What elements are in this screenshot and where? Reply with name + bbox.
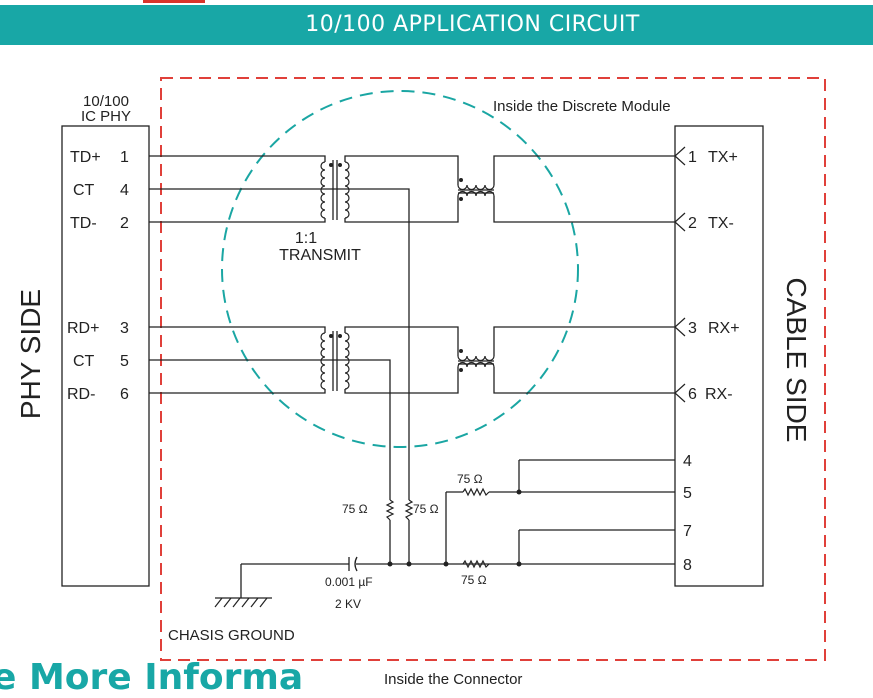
- cable-pin-name: RX-: [705, 386, 733, 403]
- phy-pin-num: 1: [120, 149, 129, 166]
- cable-plain-pin: 7: [683, 523, 692, 540]
- cable-pin-name: TX-: [708, 215, 734, 232]
- cable-pin-name: TX+: [708, 149, 738, 166]
- resistor-left-label: 75 Ω: [342, 502, 368, 516]
- phy-chip-line2: IC PHY: [81, 108, 131, 125]
- page-banner: 10/100 APPLICATION CIRCUIT: [0, 5, 873, 45]
- resistor-bottom-label: 75 Ω: [461, 573, 487, 587]
- resistor-bottom: [462, 559, 490, 569]
- phy-pin-num: 3: [120, 320, 129, 337]
- banner-title: 10/100 APPLICATION CIRCUIT: [305, 12, 640, 37]
- resistor-top-label: 75 Ω: [457, 472, 483, 486]
- transformer-ratio: 1:1: [295, 230, 317, 247]
- transformer-label: TRANSMIT: [279, 247, 361, 264]
- connector-boundary: [160, 77, 826, 661]
- discrete-module-circle: [221, 90, 579, 448]
- capacitor-value: 0.001 µF: [325, 575, 373, 589]
- phy-pin-num: 2: [120, 215, 129, 232]
- phy-pin-num: 6: [120, 386, 129, 403]
- cable-side-label: CABLE SIDE: [781, 278, 812, 443]
- cable-plain-pin: 4: [683, 453, 692, 470]
- phy-pin-num: 5: [120, 353, 129, 370]
- resistor-mid-label: 75 Ω: [413, 502, 439, 516]
- more-info-heading-partial: e More Informa: [0, 657, 304, 698]
- phy-side-label: PHY SIDE: [15, 289, 46, 419]
- cable-pin-num: 1: [688, 149, 697, 166]
- phy-pin-name: RD-: [67, 386, 95, 403]
- resistor-mid: [404, 499, 414, 521]
- cable-pin-num: 3: [688, 320, 697, 337]
- phy-pin-name: CT: [73, 182, 95, 199]
- phy-pin-name: TD-: [70, 215, 97, 232]
- cable-pin-arrows: [674, 146, 686, 403]
- phy-pin-name: RD+: [67, 320, 99, 337]
- cable-pin-name: RX+: [708, 320, 740, 337]
- circuit-wires: [149, 155, 675, 598]
- transformer-coils: [320, 161, 495, 390]
- phy-chip-box: [61, 125, 150, 587]
- module-label: Inside the Discrete Module: [493, 98, 671, 115]
- capacitor-voltage: 2 KV: [335, 597, 361, 611]
- cable-plain-pin: 8: [683, 557, 692, 574]
- phy-pin-name: CT: [73, 353, 95, 370]
- phy-chip-line1: 10/100: [83, 93, 129, 110]
- chassis-ground-label: CHASIS GROUND: [168, 627, 295, 644]
- polarity-dots: [329, 163, 463, 372]
- top-accent-line: [143, 0, 205, 3]
- junction-dots: [387, 489, 522, 567]
- resistors: [385, 487, 490, 569]
- connector-label: Inside the Connector: [384, 671, 522, 688]
- cable-pin-num: 6: [688, 386, 697, 403]
- cable-pin-num: 2: [688, 215, 697, 232]
- cable-side-box: [674, 125, 764, 587]
- phy-pin-num: 4: [120, 182, 129, 199]
- phy-pin-name: TD+: [70, 149, 101, 166]
- capacitor: [348, 556, 358, 572]
- resistor-top: [462, 487, 490, 497]
- cable-plain-pin: 5: [683, 485, 692, 502]
- diagram-text: 10/100 IC PHY TD+ 1 CT 4 TD- 2 RD+ 3 CT …: [15, 93, 812, 688]
- resistor-left: [385, 499, 395, 521]
- chassis-ground-symbol: [214, 597, 272, 608]
